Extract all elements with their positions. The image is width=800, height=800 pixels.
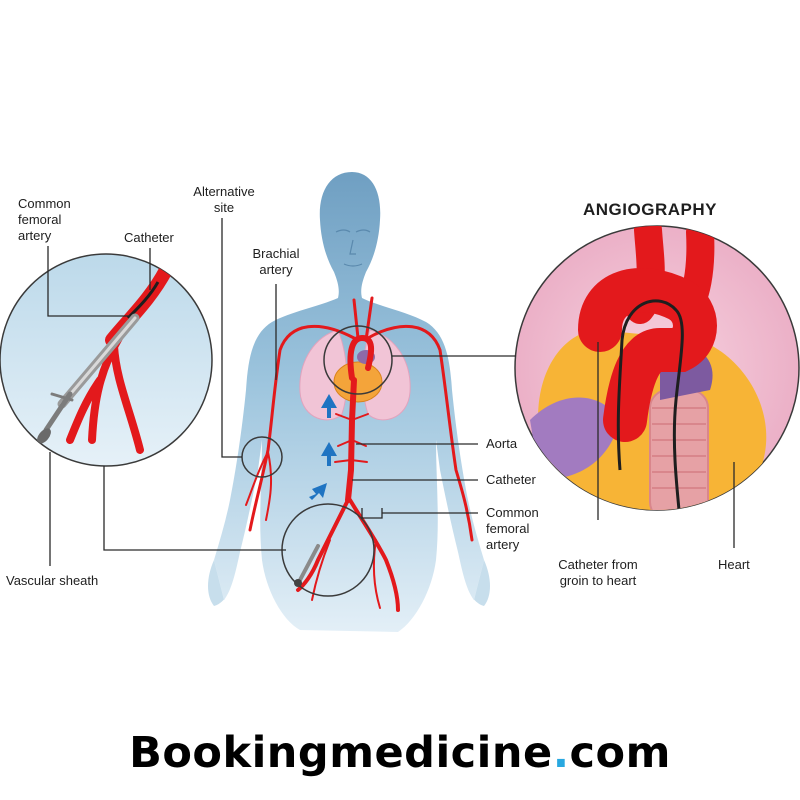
label-common-femoral-artery-left: Common femoral artery: [18, 196, 71, 244]
label-line: Brachial: [252, 246, 300, 261]
label-line: Alternative: [193, 184, 255, 199]
groin-sheath: [294, 544, 320, 587]
label-catheter-from-groin: Catheter from groin to heart: [548, 557, 648, 589]
flow-arrows: [309, 394, 337, 500]
label-catheter-right: Catheter: [486, 472, 536, 487]
label-vascular-sheath: Vascular sheath: [6, 573, 99, 588]
label-common-femoral-artery-right: Common femoral artery: [486, 505, 539, 553]
sheath-zoom-circle: [0, 253, 213, 467]
heart-zoom-circle: [514, 225, 800, 511]
label-line: Common: [486, 505, 539, 520]
label-catheter-left: Catheter: [124, 230, 174, 245]
label-line: Catheter from: [558, 557, 638, 572]
lungs: [299, 329, 411, 421]
label-line: Common: [18, 196, 71, 211]
label-heart: Heart: [718, 557, 750, 572]
brand-name: Bookingmedicine: [129, 728, 553, 778]
brand-dot: .: [552, 728, 570, 778]
brand-watermark: Bookingmedicine.com: [0, 728, 800, 778]
label-line: femoral: [18, 212, 62, 227]
label-line: groin to heart: [559, 573, 637, 588]
label-line: artery: [18, 228, 52, 243]
label-aorta: Aorta: [486, 436, 518, 451]
label-line: artery: [486, 537, 520, 552]
label-brachial-artery: Brachial artery: [246, 246, 306, 278]
leader-lines: [47, 218, 735, 566]
diagram-title: ANGIOGRAPHY: [583, 200, 717, 219]
label-line: femoral: [486, 521, 530, 536]
heart-focus-circle: [323, 325, 393, 395]
label-line: site: [213, 200, 235, 215]
label-alternative-site: Alternative site: [186, 184, 262, 216]
body-silhouette: [208, 172, 490, 632]
label-line: artery: [259, 262, 293, 277]
brand-tld: com: [569, 728, 671, 778]
